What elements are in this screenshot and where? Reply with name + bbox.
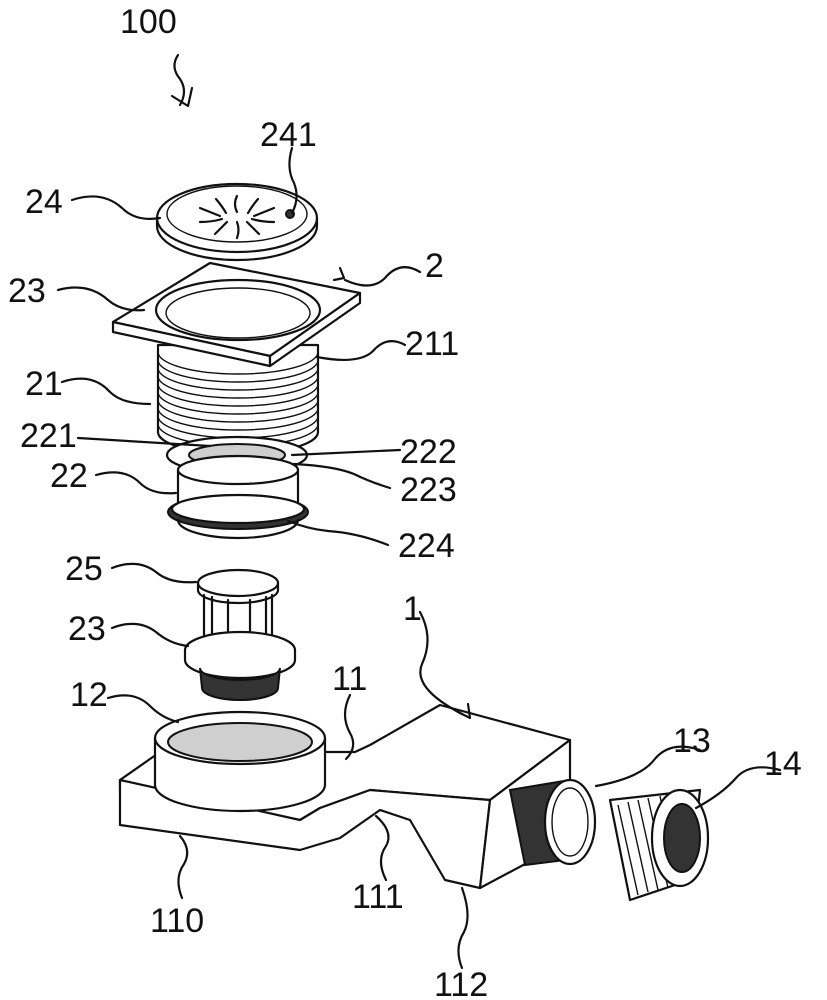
base-1-drawing — [118, 703, 597, 890]
label-11: 11 — [332, 660, 367, 698]
label-221: 221 — [20, 417, 77, 455]
reference-labels: 100 241 24 2 23 211 21 221 222 22 223 22… — [8, 3, 802, 1000]
label-1: 1 — [403, 590, 422, 628]
label-222: 222 — [400, 433, 457, 471]
label-2: 2 — [425, 247, 444, 285]
label-13: 13 — [673, 722, 711, 760]
label-110: 110 — [150, 902, 204, 940]
label-112: 112 — [434, 966, 488, 1000]
flange-and-sleeve-drawing — [111, 261, 362, 456]
label-23-core: 23 — [68, 610, 106, 648]
label-25: 25 — [65, 550, 103, 588]
label-22: 22 — [50, 457, 88, 495]
label-211: 211 — [405, 325, 459, 363]
label-100: 100 — [120, 3, 177, 41]
label-223: 223 — [400, 471, 457, 509]
core-assembly-drawing — [183, 568, 297, 701]
nut-14-drawing — [608, 788, 710, 902]
label-24: 24 — [25, 183, 63, 221]
leader-lines — [56, 53, 782, 970]
label-23-flange: 23 — [8, 272, 46, 310]
lower-sleeve-22-drawing — [165, 435, 309, 540]
label-14: 14 — [764, 745, 802, 783]
label-111: 111 — [352, 878, 404, 916]
label-12: 12 — [70, 676, 108, 714]
grate-24-drawing — [155, 182, 319, 262]
label-241: 241 — [260, 116, 317, 154]
label-224: 224 — [398, 527, 455, 565]
label-21: 21 — [25, 365, 63, 403]
